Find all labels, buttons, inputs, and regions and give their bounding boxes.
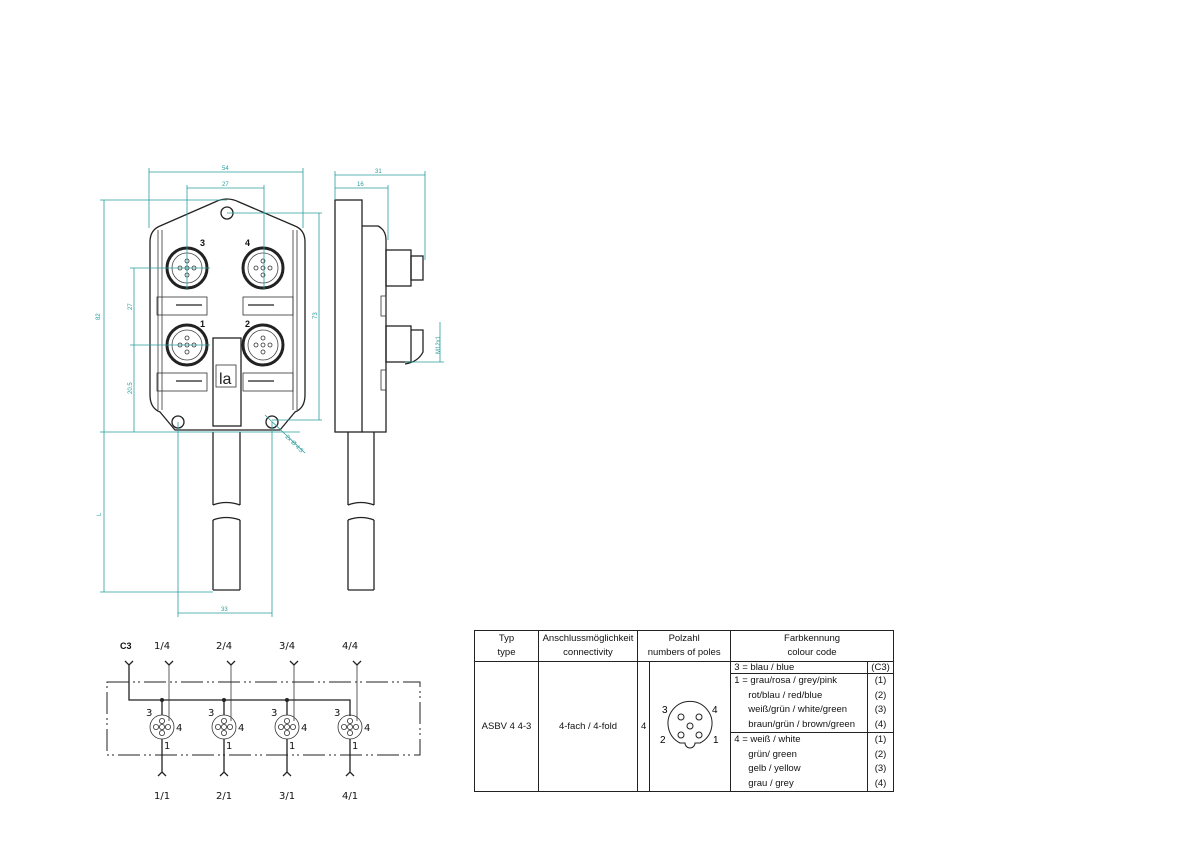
dim-hole-spacing: 27: [222, 182, 229, 188]
wiring-diagram: C3: [106, 641, 421, 756]
wiring-port: 3/4 3/1 3 4 1: [271, 641, 307, 802]
port-2: [241, 323, 285, 367]
pin-label-4: 4: [301, 723, 307, 734]
svg-text:1: 1: [713, 735, 719, 746]
top-label: 2/4: [216, 641, 232, 652]
dim-width: 54: [222, 166, 229, 172]
wiring-port: 1/4 1/1 3 4 1: [146, 641, 182, 802]
colour-code: (3): [874, 763, 887, 774]
colour-entry: gelb / yellow: [748, 763, 801, 774]
dim-depth: 31: [375, 169, 382, 175]
dim-bottom-offset: 20.5: [128, 382, 134, 394]
front-view: la 3 4 1 2: [149, 198, 306, 591]
dim-thread: M12x1: [436, 335, 442, 354]
poles-cell: 4: [636, 661, 651, 792]
logo: la: [219, 371, 232, 388]
top-label: 4/4: [342, 641, 358, 652]
top-label: 3/4: [279, 641, 295, 652]
port-label-1: 1: [200, 319, 205, 329]
bottom-label: 1/1: [154, 791, 170, 802]
colour-code: (2): [874, 748, 887, 760]
colour-entry: grau / grey: [748, 777, 794, 789]
pin-label-4: 4: [176, 723, 182, 734]
svg-text:4: 4: [712, 705, 718, 716]
wiring-ports: 1/4 1/1 3 4 1 2/4 2/1 3 4 1 3/4 3/1 3 4 …: [146, 641, 370, 802]
colour-entry: weiß/grün / white/green: [748, 704, 848, 715]
wiring-port: 2/4 2/1 3 4 1: [208, 641, 244, 802]
pin-label-3: 3: [208, 708, 214, 719]
bottom-label: 3/1: [279, 791, 295, 802]
pin-label-1: 1: [226, 741, 232, 752]
colour-entry: grün/ green: [748, 748, 797, 760]
dim-port-spacing: 27: [128, 303, 134, 310]
port-4: [241, 246, 285, 290]
type-cell: ASBV 4 4-3: [474, 661, 539, 792]
wiring-port: 4/4 4/1 3 4 1: [334, 641, 370, 802]
colour-entry: braun/grün / brown/green: [748, 718, 855, 730]
dim-holes: 2x Ø 4.5: [284, 434, 305, 455]
dim-hole-height: 73: [313, 312, 319, 319]
dim-height: 82: [96, 313, 102, 320]
pin-label-3: 3: [146, 708, 152, 719]
bottom-label: 4/1: [342, 791, 358, 802]
pin-label-4: 4: [364, 723, 370, 734]
dim-cable-length: L: [97, 512, 103, 516]
pin-label-1: 1: [352, 741, 358, 752]
pin-label-1: 1: [289, 741, 295, 752]
pin-label-3: 3: [271, 708, 277, 719]
bottom-label: 2/1: [216, 791, 232, 802]
port-label-3: 3: [200, 238, 205, 248]
pin-label-4: 4: [238, 723, 244, 734]
colour-code: (4): [874, 718, 887, 730]
pin-label-3: 3: [334, 708, 340, 719]
svg-text:2: 2: [660, 735, 666, 746]
svg-text:3: 3: [662, 705, 668, 716]
colour-entry: rot/blau / red/blue: [748, 689, 823, 701]
common-label: C3: [120, 641, 132, 651]
colour-code: (3): [874, 704, 887, 715]
port-label-4: 4: [245, 238, 250, 248]
top-label: 1/4: [154, 641, 170, 652]
colour-code: (1): [874, 734, 887, 745]
colour-code: (2): [874, 689, 887, 701]
dim-cable-hole-spacing: 33: [221, 607, 228, 613]
connectivity-cell: 4-fach / 4-fold: [538, 661, 638, 792]
colour-entry: 1 = grau/rosa / grey/pink: [734, 675, 838, 686]
colour-code: (1): [874, 675, 887, 686]
port-label-2: 2: [245, 319, 250, 329]
dimension-lines: 54 27 82 27 20.5 73 L 33 2x Ø 4.5 31 16 …: [96, 166, 444, 617]
side-view: [334, 199, 424, 591]
pin-diagram: 3 4 2 1: [649, 661, 732, 792]
colour-entry: 4 = weiß / white: [734, 734, 801, 745]
dim-depth-inner: 16: [357, 182, 364, 188]
pin-label-1: 1: [164, 741, 170, 752]
colour-code: (4): [874, 777, 887, 789]
